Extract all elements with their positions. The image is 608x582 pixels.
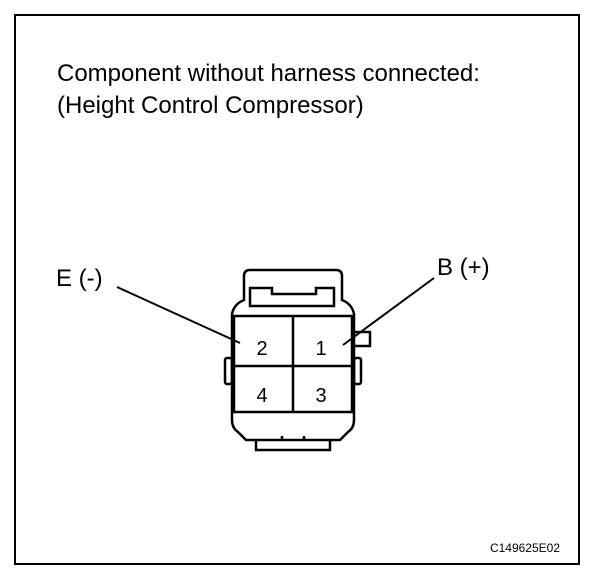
connector-right-rib	[352, 356, 363, 386]
leader-line-left	[116, 286, 241, 344]
leader-line-right	[342, 277, 435, 346]
heading-line-2: (Height Control Compressor)	[57, 92, 364, 119]
pin-number-3: 3	[315, 385, 326, 407]
pin-number-4: 4	[256, 385, 267, 407]
connector-body	[230, 268, 356, 442]
connector-latch	[248, 286, 336, 308]
pin-number-1: 1	[315, 338, 326, 360]
connector-left-rib	[223, 356, 234, 386]
heading-line-1: Component without harness connected:	[57, 60, 480, 87]
diagram-frame	[14, 14, 580, 565]
terminal-label-ground: E (-)	[56, 265, 103, 292]
connector-bottom-lock	[254, 440, 332, 452]
terminal-label-battery: B (+)	[437, 254, 490, 281]
figure-code: C149625E02	[489, 541, 560, 555]
diagram-heading: Component without harness connected: (He…	[57, 58, 480, 122]
pin-number-2: 2	[256, 338, 267, 360]
